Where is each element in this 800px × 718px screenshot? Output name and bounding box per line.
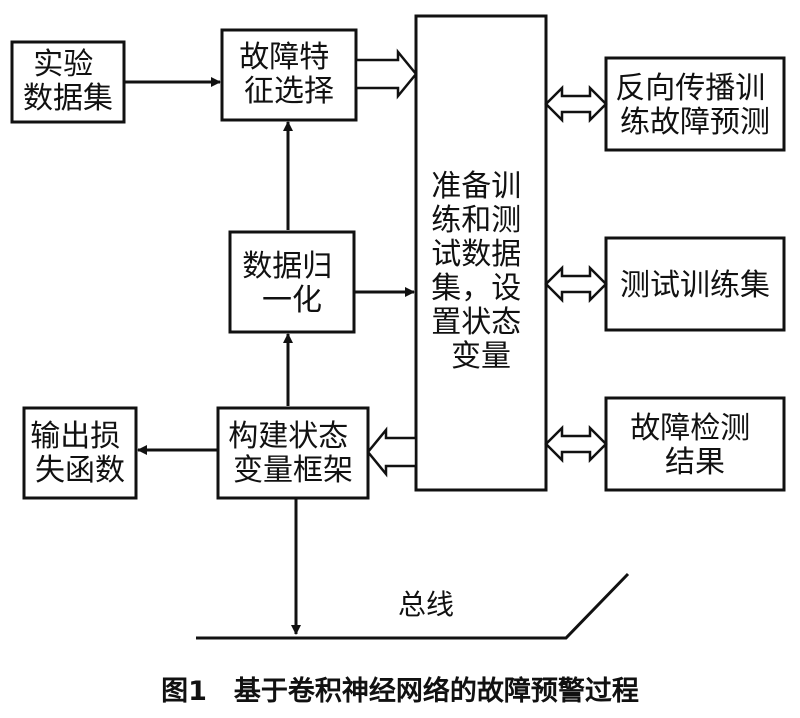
dataset-box	[10, 40, 126, 124]
bus-label: 总线	[398, 588, 454, 621]
hollow-arrow-prepare-detect	[544, 424, 608, 464]
hollow-arrow-feature-to-prepare	[354, 48, 418, 100]
backprop-box	[604, 56, 786, 152]
bus-line	[196, 572, 630, 640]
normalize-box	[228, 230, 356, 334]
feature-select-box	[220, 28, 358, 122]
test-set-label: 测试训练集	[620, 268, 770, 303]
figure-caption: 图1 基于卷积神经网络的故障预警过程	[161, 675, 639, 707]
loss-output-label: 输出损 失函数	[30, 419, 130, 488]
hollow-arrow-prepare-backprop	[544, 84, 608, 124]
prepare-box	[414, 14, 548, 492]
state-frame-label: 构建状态 变量框架	[228, 419, 358, 488]
dataset-label: 实验 数据集	[23, 47, 113, 116]
detect-result-label: 故障检测 结果	[630, 411, 760, 480]
feature-select-label: 故障特 征选择	[239, 40, 339, 109]
hollow-arrow-prepare-to-frame	[366, 426, 418, 478]
prepare-label: 准备训 练和测 试数据 集，设 置状态 变量	[431, 169, 531, 374]
loss-output-box	[22, 406, 138, 500]
normalize-label: 数据归 一化	[242, 249, 342, 318]
backprop-label: 反向传播训 练故障预测	[615, 71, 775, 140]
hollow-arrow-prepare-testset	[544, 264, 608, 304]
